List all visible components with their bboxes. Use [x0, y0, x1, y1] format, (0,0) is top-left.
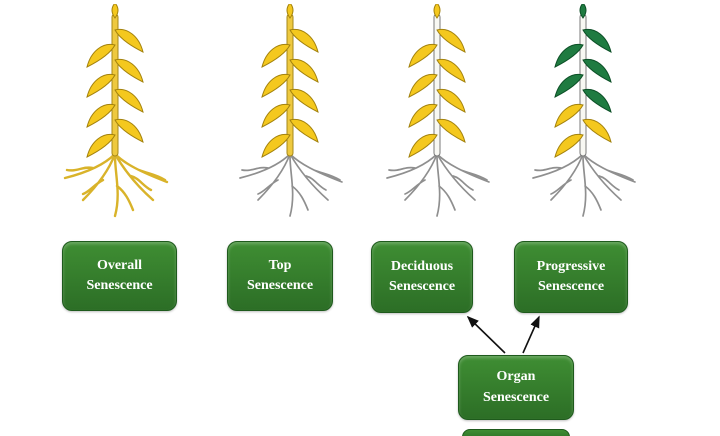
plant-illustration [532, 4, 636, 217]
box-progressive-senescence: Progressive Senescence [514, 241, 628, 313]
box-overall-senescence: Overall Senescence [62, 241, 177, 311]
plant-illustration [63, 4, 169, 218]
arrow-organ-to-deciduous [466, 315, 506, 354]
box-label-line: Senescence [86, 278, 153, 293]
box-label-line: Senescence [246, 278, 314, 293]
plant-progressive-senescence [503, 4, 663, 236]
arrow-organ-to-progressive [522, 315, 540, 354]
box-label-line: Senescence [388, 279, 456, 294]
partial-box-bottom [462, 429, 570, 436]
plant-overall-senescence [35, 4, 195, 236]
plant-top-senescence [210, 4, 370, 236]
box-top-senescence: Top Senescence [227, 241, 333, 311]
plant-illustration [386, 4, 490, 217]
box-label-line: Top [268, 257, 292, 273]
plant-deciduous-senescence [357, 4, 517, 236]
plant-illustration [239, 4, 343, 217]
box-deciduous-senescence: Deciduous Senescence [371, 241, 473, 313]
box-label-line: Overall [96, 257, 143, 273]
box-label-line: Organ [496, 369, 536, 385]
box-label-line: Senescence [537, 279, 605, 294]
box-label-line: Deciduous [390, 258, 454, 274]
box-label-line: Senescence [482, 389, 550, 405]
box-label-line: Progressive [536, 258, 606, 274]
box-organ-senescence: Organ Senescence [458, 355, 574, 420]
